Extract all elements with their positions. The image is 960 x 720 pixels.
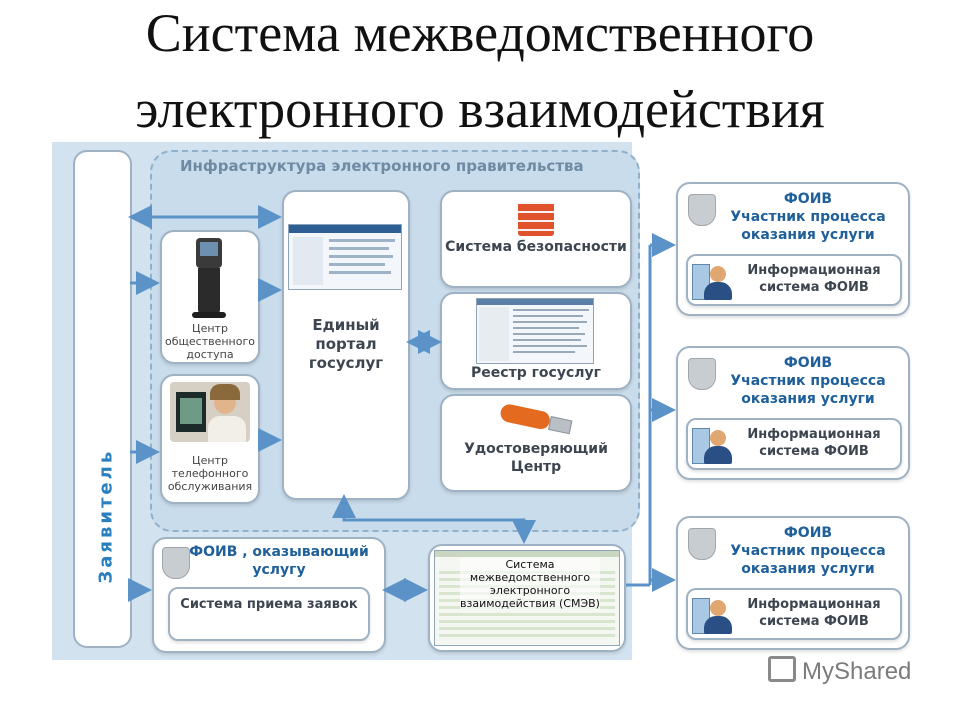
coat-of-arms-icon	[162, 547, 190, 579]
coat-of-arms-icon	[688, 358, 716, 390]
participant-3-system-box: Информационная система ФОИВ	[686, 588, 902, 640]
participant-1-subtitle: Участник процесса оказания услуги	[730, 209, 886, 243]
server-user-icon	[692, 596, 732, 634]
participant-1-system-box: Информационная система ФОИВ	[686, 254, 902, 306]
participant-box-1: ФОИВ Участник процесса оказания услуги И…	[676, 182, 910, 316]
certification-center-box: Удостоверяющий Центр	[440, 394, 632, 492]
participant-1-system-label: Информационная система ФОИВ	[747, 263, 881, 295]
application-intake-box: Система приема заявок	[168, 587, 370, 641]
services-registry-box: Реестр госуслуг	[440, 292, 632, 390]
public-access-center-label: Центр общественного доступа	[165, 322, 255, 361]
server-user-icon	[692, 426, 732, 464]
security-system-label: Система безопасности	[445, 239, 627, 255]
participant-2-system-box: Информационная система ФОИВ	[686, 418, 902, 470]
public-services-portal-label: Единый портал госуслуг	[308, 316, 384, 372]
applicant-bar: Заявитель	[73, 150, 132, 648]
watermark: MyShared	[768, 656, 911, 686]
participant-3-title: ФОИВ	[783, 525, 833, 541]
kiosk-icon	[192, 238, 226, 320]
participant-box-3: ФОИВ Участник процесса оказания услуги И…	[676, 516, 910, 650]
arrow-portal-smev	[332, 494, 536, 544]
application-intake-label: Система приема заявок	[180, 597, 358, 612]
services-registry-label: Реестр госуслуг	[471, 365, 601, 381]
smev-box: Система межведомственного электронного в…	[428, 544, 626, 652]
participant-2-subtitle: Участник процесса оказания услуги	[730, 373, 886, 407]
participant-box-2: ФОИВ Участник процесса оказания услуги И…	[676, 346, 910, 480]
participant-2-title: ФОИВ	[783, 355, 833, 371]
security-system-box: Система безопасности	[440, 190, 632, 288]
watermark-text: MyShared	[802, 658, 912, 685]
participant-2-system-label: Информационная система ФОИВ	[747, 427, 881, 459]
participant-3-subtitle: Участник процесса оказания услуги	[730, 543, 886, 577]
participant-1-title: ФОИВ	[783, 191, 833, 207]
server-user-icon	[692, 262, 732, 300]
certification-center-label: Удостоверяющий Центр	[464, 441, 608, 475]
coat-of-arms-icon	[688, 528, 716, 560]
public-services-portal-box: Единый портал госуслуг	[282, 190, 410, 500]
smev-label: Система межведомственного электронного в…	[460, 558, 600, 610]
foiv-provider-title: ФОИВ , оказывающий услугу	[189, 544, 369, 578]
participant-3-system-label: Информационная система ФОИВ	[747, 597, 881, 629]
portal-screenshot	[288, 224, 402, 290]
page-title-line-2: электронного взаимодействия	[135, 79, 825, 139]
infrastructure-title: Инфраструктура электронного правительств…	[180, 157, 584, 175]
call-center-label: Центр телефонного обслуживания	[167, 454, 253, 493]
registry-screenshot	[476, 298, 594, 364]
watermark-logo-icon	[768, 656, 796, 682]
firewall-icon	[518, 202, 554, 236]
page-title-line-1: Система межведомственного	[145, 3, 815, 63]
foiv-provider-box: ФОИВ , оказывающий услугу Система приема…	[152, 537, 386, 653]
operator-icon	[170, 382, 250, 442]
coat-of-arms-icon	[688, 194, 716, 226]
